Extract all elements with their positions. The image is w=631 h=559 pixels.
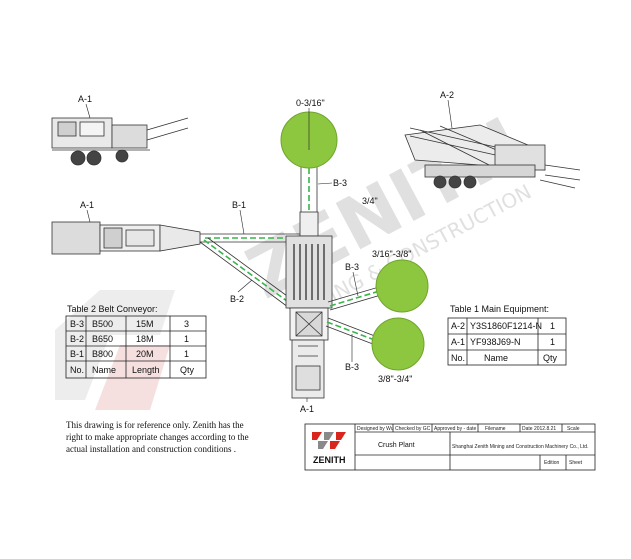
belt-table-title: Table 2 Belt Conveyor: (67, 304, 158, 314)
filename-label: Filename (485, 426, 506, 432)
belt-header: Name (92, 365, 116, 375)
belt-cell: B800 (92, 349, 113, 359)
stockpile-middle (375, 259, 429, 313)
reference-note: This drawing is for reference only. Zeni… (66, 420, 249, 454)
belt-cell: 20M (136, 349, 154, 359)
belt-cell: B-1 (70, 349, 84, 359)
belt-cell: B-2 (70, 334, 84, 344)
label-a1-side: A-1 (80, 200, 94, 210)
belt-cell: 1 (184, 334, 189, 344)
checked-by: Checked by GC (395, 426, 431, 432)
equipment-cell: 1 (550, 321, 555, 331)
belt-cell: B650 (92, 334, 113, 344)
leader-b3-top (317, 182, 333, 185)
equipment-cell: A-2 (451, 321, 465, 331)
label-a1-bottom: A-1 (300, 404, 314, 414)
label-b3-bottom: B-3 (345, 362, 359, 372)
note-line-3: actual installation and construction con… (66, 444, 236, 454)
scale-label: Scale (567, 426, 580, 432)
logo-text: ZENITH (313, 455, 346, 465)
watermark-logo-mark (55, 290, 175, 400)
leader-b2 (237, 279, 253, 293)
edition-label: Edition (544, 460, 560, 466)
machine-a1-plan-view (51, 221, 201, 255)
belt-cell: B-3 (70, 319, 84, 329)
belt-header: No. (70, 365, 84, 375)
company-name: Shanghai Zenith Mining and Construction … (452, 444, 588, 450)
equipment-cell: YF938J69-N (470, 337, 521, 347)
leader-a1-side (86, 209, 91, 223)
size-label-bottom-pile: 3/8"-3/4" (378, 374, 412, 384)
central-screen-plant (285, 211, 333, 399)
label-b2: B-2 (230, 294, 244, 304)
equipment-header: No. (451, 353, 465, 363)
equipment-cell: Y3S1860F1214-N (470, 321, 542, 331)
equipment-header: Name (484, 353, 508, 363)
leader-b1 (239, 209, 245, 235)
belt-header: Qty (180, 365, 195, 375)
approved-by: Approved by - date (434, 426, 476, 432)
label-b3-top: B-3 (333, 178, 347, 188)
label-a2: A-2 (440, 90, 454, 100)
belt-cell: 18M (136, 334, 154, 344)
belt-conveyor-table: Table 2 Belt Conveyor: B-3 B500 15M 3 B-… (65, 304, 207, 379)
designed-by: Designed by Wu (357, 426, 394, 432)
equipment-cell: 1 (550, 337, 555, 347)
belt-cell: B500 (92, 319, 113, 329)
stockpile-bottom (371, 317, 425, 371)
label-b3-mid: B-3 (345, 262, 359, 272)
title-block: ZENITH Designed by Wu Checked by GC Appr… (304, 423, 596, 471)
main-equipment-table: Table 1 Main Equipment: A-2 Y3S1860F1214… (447, 304, 567, 366)
note-line-1: This drawing is for reference only. Zeni… (66, 420, 244, 430)
label-a1-top: A-1 (78, 94, 92, 104)
zenith-logo: ZENITH (312, 432, 346, 465)
belt-cell: 1 (184, 349, 189, 359)
leader-a1-top (85, 103, 91, 119)
machine-a2-screen (404, 124, 581, 189)
conveyor-b1 (200, 233, 300, 243)
equipment-header: Qty (543, 353, 558, 363)
belt-header: Length (132, 365, 160, 375)
drawing-name: Crush Plant (378, 442, 415, 449)
size-label-mid-pile: 3/16"-3/8" (372, 249, 411, 259)
leader-a2 (447, 99, 453, 129)
equipment-cell: A-1 (451, 337, 465, 347)
size-label-top-conveyor: 3/4" (362, 196, 378, 206)
equipment-table-title: Table 1 Main Equipment: (450, 304, 549, 314)
sheet-label: Sheet (569, 460, 583, 466)
conveyor-b2 (199, 237, 299, 311)
note-line-2: right to make appropriate changes accord… (66, 432, 249, 442)
leader-b3-mid (352, 271, 359, 297)
belt-cell: 15M (136, 319, 154, 329)
machine-a1-side-view (51, 117, 189, 166)
belt-cell: 3 (184, 319, 189, 329)
label-b1: B-1 (232, 200, 246, 210)
size-label-top-pile: 0-3/16" (296, 98, 325, 108)
date-label: Date 2012.8.21 (522, 426, 556, 432)
